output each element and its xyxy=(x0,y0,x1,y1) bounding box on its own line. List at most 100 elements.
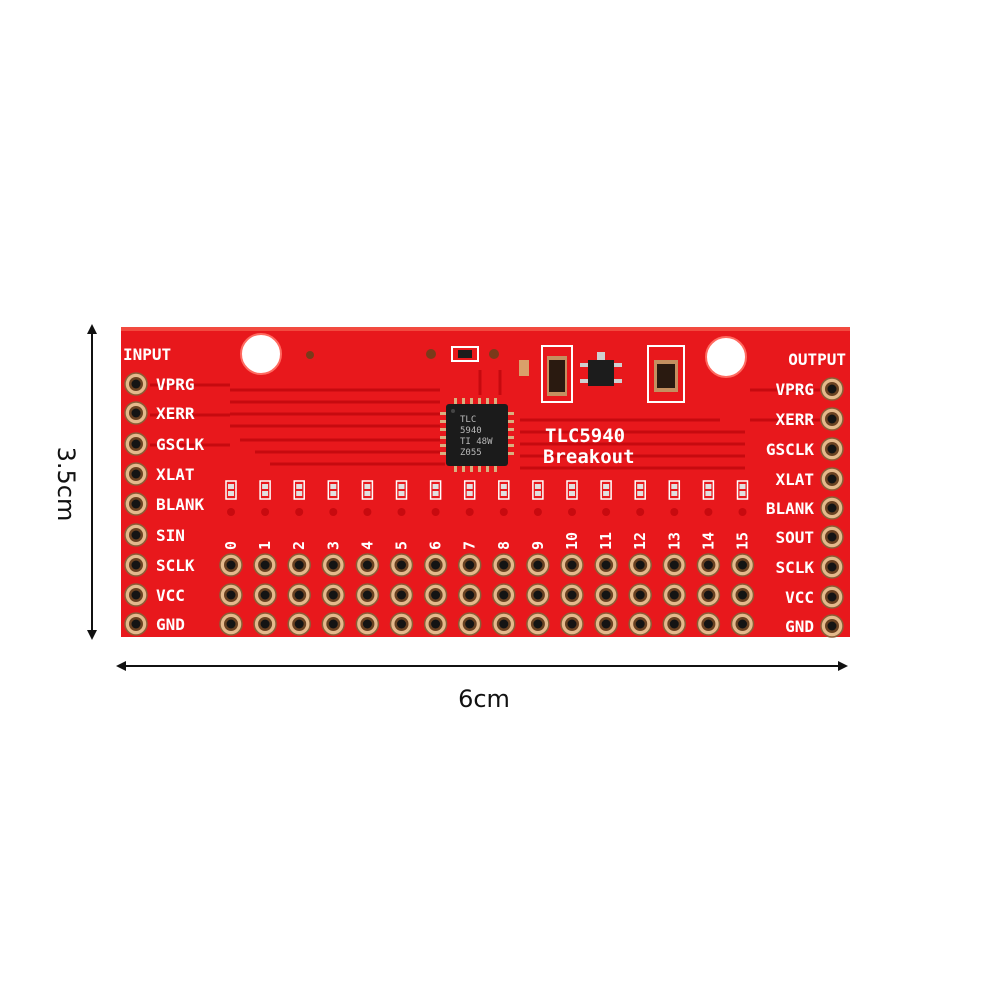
channel-label: 15 xyxy=(734,532,752,550)
channel-pad xyxy=(457,612,482,636)
channel-pad xyxy=(492,553,516,577)
input-pin-pad xyxy=(124,492,148,516)
channel-pad xyxy=(526,553,550,577)
output-pin-label: VPRG xyxy=(775,380,814,399)
input-header-label: INPUT xyxy=(123,345,171,364)
output-pin-label: XERR xyxy=(775,410,814,429)
input-pin-label: SCLK xyxy=(156,556,195,575)
channel-pad xyxy=(321,553,346,577)
channel-resistor xyxy=(498,480,510,516)
input-pin-pad xyxy=(124,432,148,456)
input-pin-label: SIN xyxy=(156,526,185,545)
channel-resistor xyxy=(532,480,544,516)
input-pin-pad xyxy=(124,372,148,396)
input-pin-label: GND xyxy=(156,615,185,634)
channel-pad xyxy=(526,583,550,607)
channel-pad xyxy=(560,612,584,636)
input-pin-pad xyxy=(124,401,148,425)
transistor xyxy=(580,352,622,386)
channel-pad xyxy=(594,553,618,577)
channel-label: 4 xyxy=(358,541,376,550)
channel-pad xyxy=(253,612,277,636)
channel-pad xyxy=(287,553,311,577)
channel-pad xyxy=(423,612,448,636)
channel-pad xyxy=(730,612,755,636)
channel-label: 14 xyxy=(699,532,717,550)
channel-label: 3 xyxy=(324,541,342,550)
board-title: TLC5940 xyxy=(545,425,625,447)
channel-resistor xyxy=(259,480,271,516)
channel-pad xyxy=(730,583,755,607)
output-pin-label: XLAT xyxy=(775,470,814,489)
channel-pad xyxy=(628,583,652,607)
mounting-hole-right xyxy=(705,336,747,378)
channel-label: 0 xyxy=(222,541,240,550)
channel-pad xyxy=(662,612,687,636)
output-pin-pad xyxy=(820,614,844,638)
width-dimension-label: 6cm xyxy=(458,685,510,713)
channel-label: 7 xyxy=(461,541,479,550)
channel-resistor xyxy=(736,480,749,516)
channel-pad xyxy=(321,583,346,607)
channel-label: 10 xyxy=(563,532,581,550)
channel-pad xyxy=(389,612,414,636)
channel-pad xyxy=(730,553,755,577)
channel-pad xyxy=(253,583,277,607)
channel-resistor xyxy=(702,480,715,516)
input-pin-label: VPRG xyxy=(156,375,195,394)
input-pin-pad xyxy=(124,583,148,607)
output-pin-label: GSCLK xyxy=(766,440,815,459)
chip-marking-line-4: Z055 xyxy=(460,448,482,458)
input-pin-label: GSCLK xyxy=(156,435,205,454)
channel-pad xyxy=(594,612,618,636)
channel-resistor xyxy=(668,480,681,516)
board-subtitle: Breakout xyxy=(543,446,635,468)
channel-pad xyxy=(321,612,346,636)
smd-capacitor xyxy=(519,360,529,376)
chip-marking-line-2: 5940 xyxy=(460,426,482,436)
mounting-hole-left xyxy=(240,333,282,375)
output-pin-pad xyxy=(820,407,844,431)
input-pin-pad xyxy=(124,462,148,486)
output-pin-pad xyxy=(820,555,844,579)
channel-pad xyxy=(696,583,721,607)
output-pin-pad xyxy=(820,525,844,549)
channel-resistor xyxy=(395,480,408,516)
chip-marking-line-1: TLC xyxy=(460,415,476,425)
channel-pad xyxy=(389,553,414,577)
channel-label: 13 xyxy=(665,532,683,550)
channel-resistor xyxy=(463,480,476,516)
output-pin-pad xyxy=(820,377,844,401)
channel-pad xyxy=(219,553,243,577)
smd-resistor xyxy=(451,346,479,362)
output-pin-label: GND xyxy=(785,617,814,636)
input-pin-label: XERR xyxy=(156,404,195,423)
channel-pad xyxy=(423,583,448,607)
output-pin-label: SCLK xyxy=(775,558,814,577)
channel-resistor xyxy=(293,480,305,516)
channel-label: 1 xyxy=(256,541,274,550)
channel-resistor xyxy=(327,480,340,516)
channel-label: 12 xyxy=(631,532,649,550)
input-pin-pad xyxy=(124,523,148,547)
channel-pad xyxy=(355,612,380,636)
channel-pad xyxy=(628,553,652,577)
channel-pad xyxy=(457,583,482,607)
input-pin-label: BLANK xyxy=(156,495,205,514)
output-pin-label: VCC xyxy=(785,588,814,607)
channel-pad xyxy=(526,612,550,636)
channel-pad xyxy=(628,612,652,636)
pcb-traces xyxy=(150,370,820,470)
input-pin-label: XLAT xyxy=(156,465,195,484)
channel-resistor xyxy=(634,480,646,516)
channel-pad xyxy=(560,553,584,577)
voltage-regulator xyxy=(541,345,573,403)
channel-resistor xyxy=(225,480,237,516)
output-pin-pad xyxy=(820,467,844,491)
channel-pad xyxy=(355,553,380,577)
height-dimension-label: 3.5cm xyxy=(52,447,80,522)
channel-label: 8 xyxy=(495,541,513,550)
channel-pad xyxy=(492,583,516,607)
